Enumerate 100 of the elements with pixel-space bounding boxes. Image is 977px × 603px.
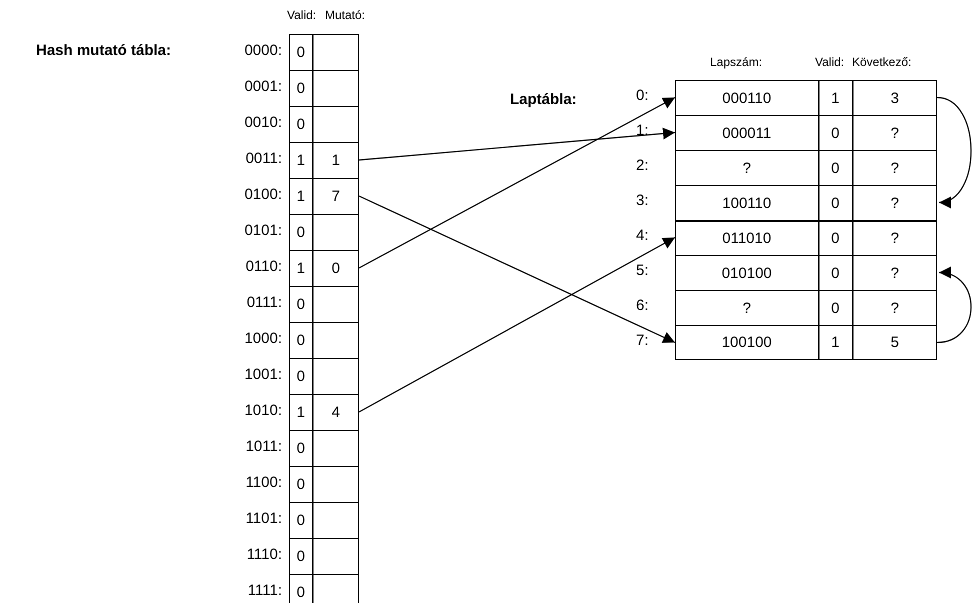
page-number: ?	[742, 158, 752, 178]
valid-bit: 1	[830, 333, 840, 353]
page-table-row	[675, 255, 937, 290]
arrow	[936, 268, 972, 344]
page-table-row	[675, 185, 937, 220]
valid-bit: 0	[296, 439, 306, 459]
valid-bit: 0	[296, 582, 306, 602]
row-address: 0111:	[246, 294, 282, 311]
hash-table-row	[289, 286, 359, 322]
column-heading: Mutató:	[325, 8, 366, 22]
row-address: 1110:	[246, 546, 282, 563]
row-index: 3:	[636, 192, 649, 209]
page-number: 100100	[720, 333, 773, 353]
valid-bit: 0	[296, 115, 306, 135]
page-number: ?	[742, 298, 752, 318]
valid-bit: 0	[830, 158, 840, 178]
hash-table-row	[289, 142, 359, 178]
valid-bit: 0	[296, 223, 306, 243]
hash-table-row	[289, 250, 359, 286]
pointer-value: 4	[330, 403, 341, 423]
valid-bit: 1	[296, 151, 306, 171]
row-address: 1100:	[246, 474, 282, 491]
valid-bit: 0	[830, 298, 840, 318]
pointer-value: 7	[330, 187, 341, 207]
page-table-row	[675, 290, 937, 325]
row-address: 0000:	[244, 42, 282, 59]
hash-table-row	[289, 466, 359, 502]
column-heading: Valid:	[815, 55, 844, 69]
next-index: ?	[890, 194, 900, 214]
next-index: 5	[890, 333, 900, 353]
column-heading: Valid:	[287, 8, 316, 22]
row-address: 0010:	[244, 114, 282, 131]
row-address: 1101:	[246, 510, 282, 527]
row-index: 6:	[636, 297, 649, 314]
hash-table-row	[289, 430, 359, 466]
valid-bit: 0	[296, 367, 306, 387]
valid-bit: 0	[296, 295, 306, 315]
table-title: Hash mutató tábla:	[36, 42, 172, 59]
hash-table-row	[289, 178, 359, 214]
arrow	[936, 96, 972, 206]
column-heading: Következő:	[852, 55, 912, 69]
valid-bit: 0	[830, 124, 840, 144]
row-index: 2:	[636, 157, 649, 174]
hash-table-row	[289, 70, 359, 106]
row-index: 1:	[636, 122, 649, 139]
page-table-row	[675, 80, 937, 115]
page-number: 100110	[721, 194, 772, 214]
valid-bit: 0	[830, 194, 840, 214]
row-address: 0110:	[246, 258, 282, 275]
hash-table-row	[289, 322, 359, 358]
pointer-value: 0	[330, 259, 341, 279]
row-address: 0011:	[246, 150, 282, 167]
page-table-row	[675, 115, 937, 150]
hash-table-row	[289, 502, 359, 538]
page-number: 011010	[721, 229, 772, 249]
row-address: 0001:	[244, 78, 282, 95]
page-table-row	[675, 150, 937, 185]
row-index: 0:	[636, 87, 649, 104]
valid-bit: 0	[830, 264, 840, 284]
next-index: ?	[890, 298, 900, 318]
next-index: ?	[890, 264, 900, 284]
pointer-value: 1	[330, 151, 341, 171]
valid-bit: 1	[296, 403, 306, 423]
row-address: 1010:	[244, 402, 282, 419]
valid-bit: 0	[296, 475, 306, 495]
hash-table-row	[289, 214, 359, 250]
column-heading: Lapszám:	[710, 55, 762, 69]
valid-bit: 0	[296, 547, 306, 567]
arrow	[358, 195, 676, 344]
next-index: ?	[890, 124, 900, 144]
row-address: 1111:	[248, 582, 282, 599]
page-number: 000011	[721, 124, 772, 144]
row-address: 1001:	[244, 366, 282, 383]
valid-bit: 0	[296, 79, 306, 99]
page-number: 010100	[720, 264, 773, 284]
valid-bit: 0	[296, 511, 306, 531]
valid-bit: 1	[296, 259, 306, 279]
row-index: 4:	[636, 227, 649, 244]
page-table-row	[675, 220, 937, 255]
valid-bit: 0	[830, 229, 840, 249]
page-number: 000110	[721, 88, 772, 108]
valid-bit: 0	[296, 43, 306, 63]
valid-bit: 1	[830, 88, 840, 108]
page-table-row	[675, 325, 937, 360]
arrow	[358, 236, 676, 413]
arrow	[358, 128, 676, 161]
hash-table-row	[289, 538, 359, 574]
next-index: ?	[890, 158, 900, 178]
hash-table-row	[289, 34, 359, 70]
valid-bit: 0	[296, 331, 306, 351]
arrow	[358, 96, 676, 269]
row-index: 7:	[636, 332, 649, 349]
row-address: 1011:	[246, 438, 282, 455]
next-index: 3	[890, 88, 900, 108]
table-title: Laptábla:	[510, 91, 577, 108]
row-address: 1000:	[244, 330, 282, 347]
hash-table-row	[289, 106, 359, 142]
row-address: 0100:	[244, 186, 282, 203]
row-address: 0101:	[244, 222, 282, 239]
hash-table-row	[289, 358, 359, 394]
